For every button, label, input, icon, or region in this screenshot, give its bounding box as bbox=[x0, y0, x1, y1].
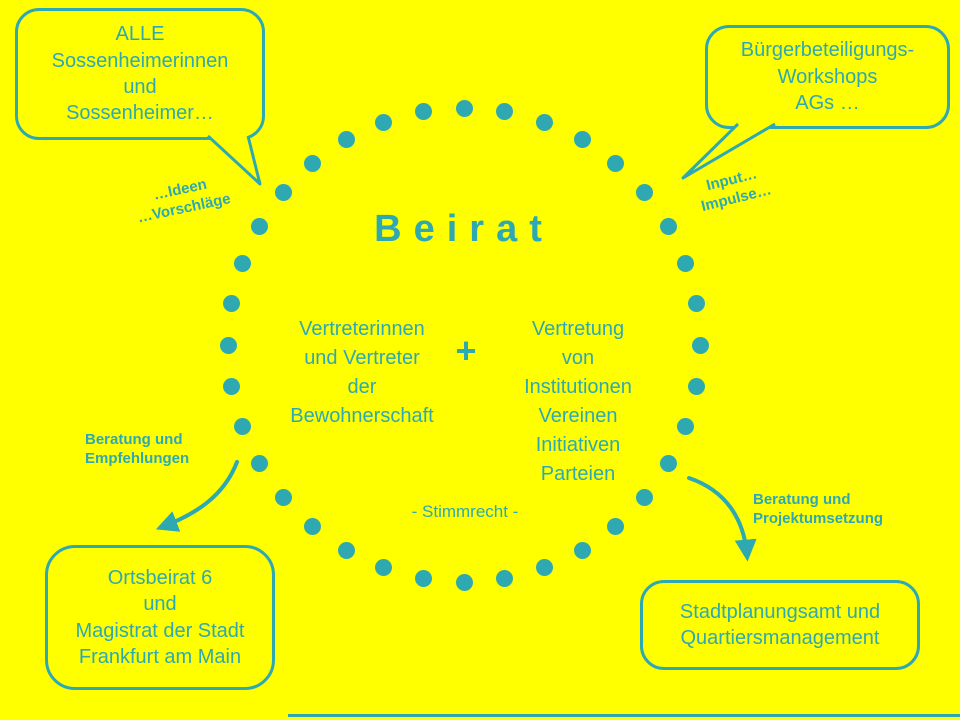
ring-dot bbox=[687, 295, 705, 313]
ring-dot bbox=[303, 154, 321, 172]
ring-dot bbox=[607, 518, 625, 536]
ring-dot bbox=[223, 295, 241, 313]
ring-dot bbox=[496, 569, 514, 587]
arrow-to-ortsbeirat bbox=[155, 460, 239, 532]
circle-right-column: Vertretung von Institutionen Vereinen In… bbox=[524, 318, 632, 485]
ring-dot bbox=[636, 488, 654, 506]
box-ortsbeirat: Ortsbeirat 6 und Magistrat der Stadt Fra… bbox=[45, 545, 275, 690]
ring-dot bbox=[496, 103, 514, 121]
ring-dot bbox=[233, 255, 251, 273]
ring-dot bbox=[414, 569, 432, 587]
ring-dot bbox=[414, 103, 432, 121]
ring-dot bbox=[337, 131, 355, 149]
ring-dot bbox=[691, 336, 709, 354]
ring-dot bbox=[677, 417, 695, 435]
bottom-border-line bbox=[288, 714, 960, 717]
bubble-alle-sossenheimer: ALLE Sossenheimerinnen und Sossenheimer… bbox=[15, 8, 265, 140]
ring-dot bbox=[607, 154, 625, 172]
beratung-empfehlungen-label: Beratung und Empfehlungen bbox=[85, 431, 190, 467]
ring-dot bbox=[573, 131, 591, 149]
ring-dot bbox=[251, 455, 269, 472]
circle-title: Beirat bbox=[374, 208, 554, 250]
ideen-vorschlaege-label: …Ideen …Vorschläge bbox=[135, 175, 233, 227]
ring-dot bbox=[274, 184, 292, 202]
stimmrecht-label: - Stimmrecht - bbox=[411, 502, 519, 521]
box-stadtplanungsamt: Stadtplanungsamt und Quartiersmanagement bbox=[640, 580, 920, 670]
arrow-to-stadtplanungsamt bbox=[687, 476, 757, 562]
plus-sign: + bbox=[455, 330, 477, 371]
ring-dot bbox=[274, 488, 292, 506]
ring-dot bbox=[536, 113, 554, 131]
circle-left-column: Vertreterinnen und Vertreter der Bewohne… bbox=[290, 318, 434, 427]
ring-dot bbox=[374, 113, 392, 131]
ring-dot bbox=[303, 518, 321, 536]
ring-dot bbox=[687, 377, 705, 395]
beratung-projektumsetzung-label: Beratung und Projektumsetzung bbox=[753, 491, 884, 527]
ring-dot bbox=[455, 99, 473, 117]
ring-dot bbox=[573, 541, 591, 559]
ring-dot bbox=[233, 417, 251, 435]
ring-dot bbox=[636, 184, 654, 202]
ring-dot bbox=[659, 455, 677, 472]
ring-dot bbox=[455, 573, 473, 591]
ring-dot bbox=[251, 218, 269, 235]
ring-dot bbox=[223, 377, 241, 395]
ring-dot bbox=[337, 541, 355, 559]
input-impulse-label: Input… Impulse… bbox=[699, 165, 774, 216]
ring-dot bbox=[677, 255, 695, 273]
ring-dot bbox=[536, 559, 554, 577]
ring-dot bbox=[219, 336, 237, 354]
ring-dot bbox=[374, 559, 392, 577]
bubble-buergerbeteiligung: Bürgerbeteiligungs- Workshops AGs … bbox=[705, 25, 950, 129]
ring-dot bbox=[659, 218, 677, 235]
